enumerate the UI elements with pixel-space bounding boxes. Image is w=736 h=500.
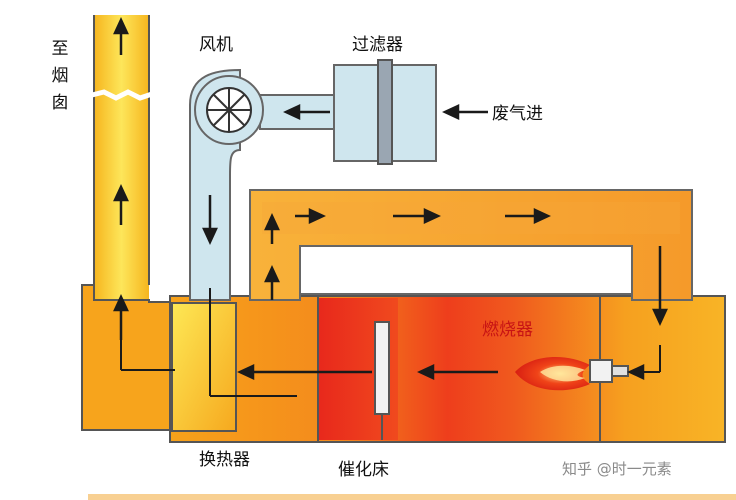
- housing-left: [81, 284, 176, 431]
- filter-element: [377, 59, 393, 165]
- fan-label: 风机: [199, 35, 233, 55]
- heat-exchanger-box: [171, 302, 237, 432]
- chimney-label: 至烟囱: [51, 39, 69, 113]
- burner-flame-icon: [515, 356, 590, 391]
- reactor-body: [169, 295, 726, 443]
- burner-nozzle: [589, 359, 613, 383]
- catalytic-bed-element: [374, 321, 390, 415]
- exhaust-in-label: 废气进: [492, 104, 543, 124]
- burner-label: 燃烧器: [482, 320, 533, 340]
- filter-label: 过滤器: [352, 35, 403, 55]
- chimney-stack: [94, 15, 149, 315]
- watermark: 知乎 @时一元素: [562, 460, 672, 478]
- catalytic-bed-label: 催化床: [338, 460, 389, 480]
- heat-exchanger-label: 换热器: [199, 450, 250, 470]
- flow-arrows: [113, 17, 668, 397]
- fan-icon: [206, 87, 252, 133]
- chimney-break: [91, 89, 153, 101]
